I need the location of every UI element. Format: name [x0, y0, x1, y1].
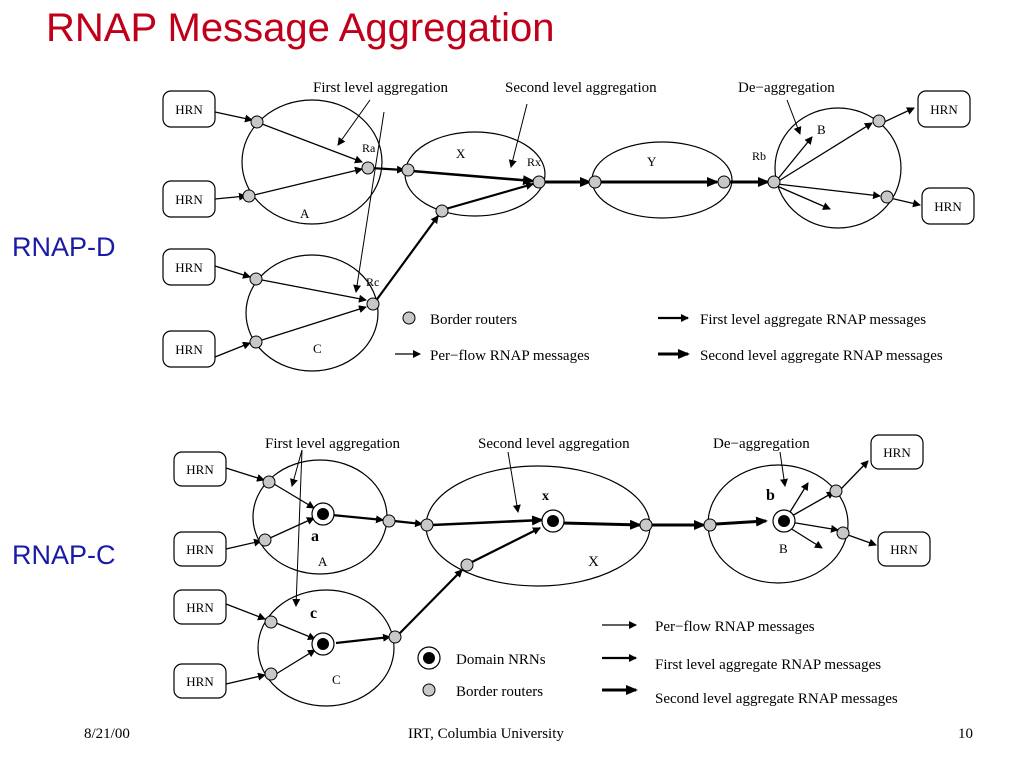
domain-x: [404, 131, 546, 217]
hrn-box: HRN: [162, 90, 216, 128]
router-rx: Rx: [527, 155, 541, 169]
svg-text:Per−flow RNAP messages: Per−flow RNAP messages: [430, 348, 590, 364]
nrn-a-label: a: [311, 528, 319, 545]
hrn-box: HRN: [921, 187, 975, 225]
svg-text:HRN: HRN: [930, 102, 958, 117]
svg-text:HRN: HRN: [883, 445, 911, 460]
svg-text:HRN: HRN: [186, 462, 214, 477]
rnap-c-diagram: HRN HRN HRN HRN HRN HRN: [173, 434, 931, 707]
rnap-d-label: RNAP-D: [12, 232, 116, 262]
domain-nrns: [311, 502, 796, 656]
domain-b: [774, 107, 902, 229]
footer-organization: IRT, Columbia University: [408, 726, 564, 742]
domain-a-label: A: [300, 206, 310, 221]
rnap-c-label: RNAP-C: [12, 540, 116, 570]
svg-text:Second level aggregate RNAP me: Second level aggregate RNAP messages: [655, 691, 898, 707]
hrn-box: HRN: [173, 451, 227, 487]
callout-pointers: [337, 99, 802, 293]
per-flow-arrows: [214, 107, 921, 358]
svg-text:HRN: HRN: [186, 600, 214, 615]
callout-second-level: Second level aggregation: [478, 436, 630, 452]
svg-text:HRN: HRN: [175, 102, 203, 117]
hrn-box: HRN: [870, 434, 924, 470]
callout-de-aggregation: De−aggregation: [738, 80, 835, 96]
callout-pointers: [290, 449, 788, 607]
svg-text:First level aggregate RNAP mes: First level aggregate RNAP messages: [655, 657, 881, 673]
legend-border-router-icon: [402, 311, 416, 325]
domain-a: [241, 99, 383, 225]
domain-b-label: B: [817, 122, 826, 137]
domain-b-label: B: [779, 541, 788, 556]
domain-x-label: X: [456, 146, 466, 161]
domain-c: [257, 589, 395, 707]
svg-text:Border routers: Border routers: [430, 312, 517, 328]
border-routers: [258, 475, 850, 681]
hrn-box: HRN: [162, 248, 216, 286]
nrn-c-label: c: [310, 605, 317, 622]
svg-text:Per−flow RNAP messages: Per−flow RNAP messages: [655, 619, 815, 635]
per-flow-arrows: [225, 460, 877, 685]
svg-text:HRN: HRN: [186, 674, 214, 689]
aggregate-arrows: [369, 165, 770, 303]
hrn-box: HRN: [173, 663, 227, 699]
aggregate-arrows: [331, 513, 768, 645]
legend-c: Per−flow RNAP messages Domain NRNs Borde…: [417, 619, 898, 707]
svg-text:HRN: HRN: [890, 542, 918, 557]
domain-c-label: C: [332, 672, 341, 687]
domain-c: [245, 254, 379, 372]
svg-text:HRN: HRN: [175, 192, 203, 207]
svg-text:HRN: HRN: [175, 260, 203, 275]
footer-date: 8/21/00: [84, 726, 130, 742]
domain-a-label: A: [318, 554, 328, 569]
router-ra: Ra: [362, 141, 376, 155]
domain-y-label: Y: [647, 154, 657, 169]
hrn-box: HRN: [877, 531, 931, 567]
border-routers: [242, 114, 894, 349]
hrn-box: HRN: [162, 180, 216, 218]
callout-second-level: Second level aggregation: [505, 80, 657, 96]
slide-title: RNAP Message Aggregation: [46, 6, 555, 50]
svg-text:HRN: HRN: [175, 342, 203, 357]
callout-first-level: First level aggregation: [313, 80, 448, 96]
domain-y: [591, 141, 733, 219]
svg-text:HRN: HRN: [934, 199, 962, 214]
hrn-box: HRN: [162, 330, 216, 368]
svg-text:Border routers: Border routers: [456, 684, 543, 700]
legend-border-router-icon: [422, 683, 436, 697]
rnap-d-diagram: HRN HRN HRN HRN HRN HRN: [162, 80, 975, 372]
svg-text:Second level aggregate RNAP me: Second level aggregate RNAP messages: [700, 348, 943, 364]
domain-x: [425, 465, 651, 587]
svg-text:First level aggregate RNAP mes: First level aggregate RNAP messages: [700, 312, 926, 328]
legend-d: Border routers Per−flow RNAP messages Fi…: [395, 311, 943, 364]
domain-c-label: C: [313, 341, 322, 356]
footer-page-number: 10: [958, 726, 973, 742]
hrn-box: HRN: [917, 90, 971, 128]
svg-text:HRN: HRN: [186, 542, 214, 557]
hrn-box: HRN: [173, 531, 227, 567]
domain-x-label: X: [588, 554, 599, 570]
svg-text:Domain NRNs: Domain NRNs: [456, 652, 546, 668]
router-rc: Rc: [366, 275, 379, 289]
nrn-b-label: b: [766, 487, 775, 504]
callout-de-aggregation: De−aggregation: [713, 436, 810, 452]
nrn-x-label: x: [542, 489, 549, 504]
callout-first-level: First level aggregation: [265, 436, 400, 452]
hrn-box: HRN: [173, 589, 227, 625]
router-rb: Rb: [752, 149, 766, 163]
